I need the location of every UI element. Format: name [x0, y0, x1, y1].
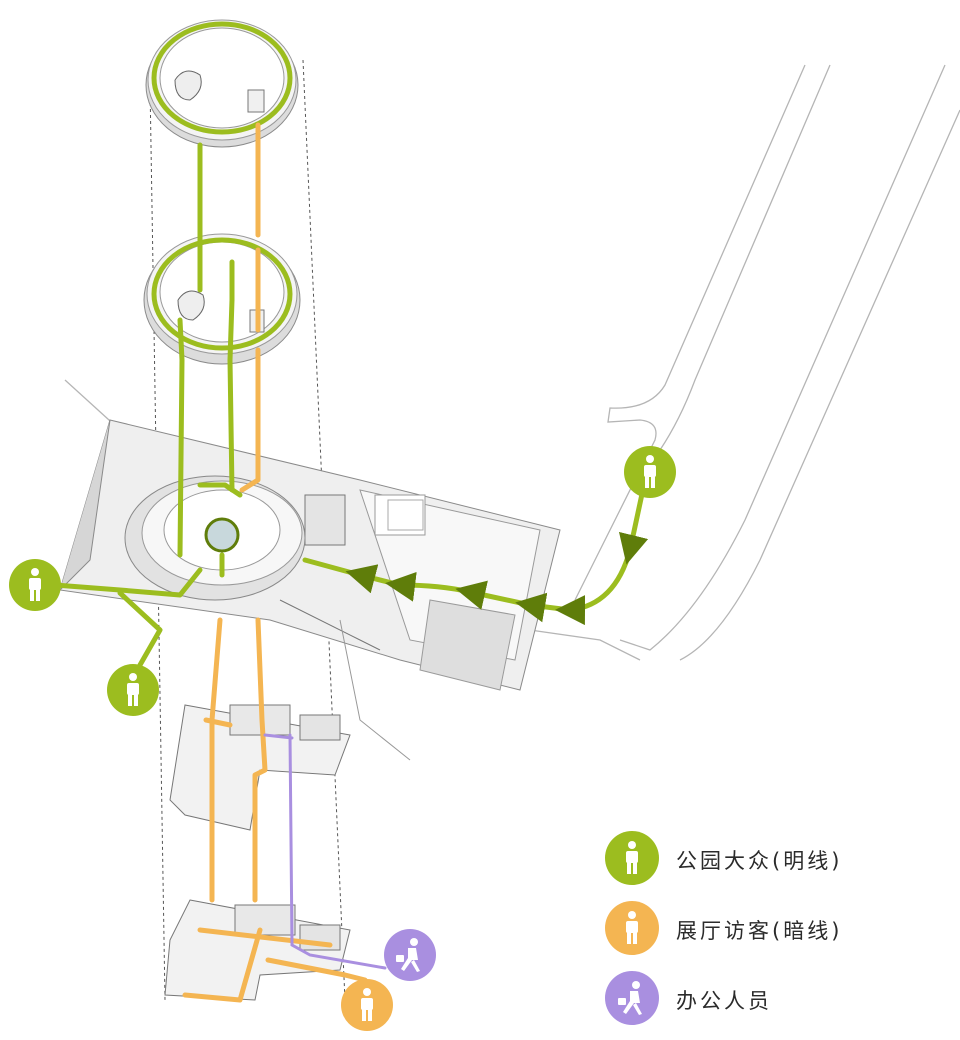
walking-person-with-bag-icon [618, 981, 642, 1015]
public-visitor-marker-west [9, 559, 61, 611]
legend-public-marker [605, 831, 659, 885]
legend-label-public: 公园大众(明线) [676, 849, 843, 873]
staff-marker [384, 929, 436, 981]
visitor-route [182, 122, 368, 1003]
upper-floor-ring [143, 233, 301, 365]
person-icon [127, 673, 139, 706]
public-visitor-marker-east [624, 446, 676, 498]
person-icon [361, 988, 373, 1021]
person-icon [29, 568, 41, 601]
person-icon [626, 911, 638, 944]
exhibition-visitor-marker [341, 979, 393, 1031]
basement-lower-plan [164, 899, 351, 1001]
legend-label-staff: 办公人员 [676, 989, 772, 1013]
person-icon [626, 841, 638, 874]
top-floor-ring [145, 19, 299, 148]
legend-label-visitor: 展厅访客(暗线) [676, 919, 843, 943]
walking-person-with-bag-icon [396, 938, 420, 972]
legend-visitor-marker [605, 901, 659, 955]
legend-staff-marker [605, 971, 659, 1025]
public-route [52, 21, 649, 668]
road-outline [64, 64, 960, 661]
public-visitor-marker-southwest [107, 664, 159, 716]
staff-route [263, 733, 387, 970]
person-icon [644, 455, 656, 488]
